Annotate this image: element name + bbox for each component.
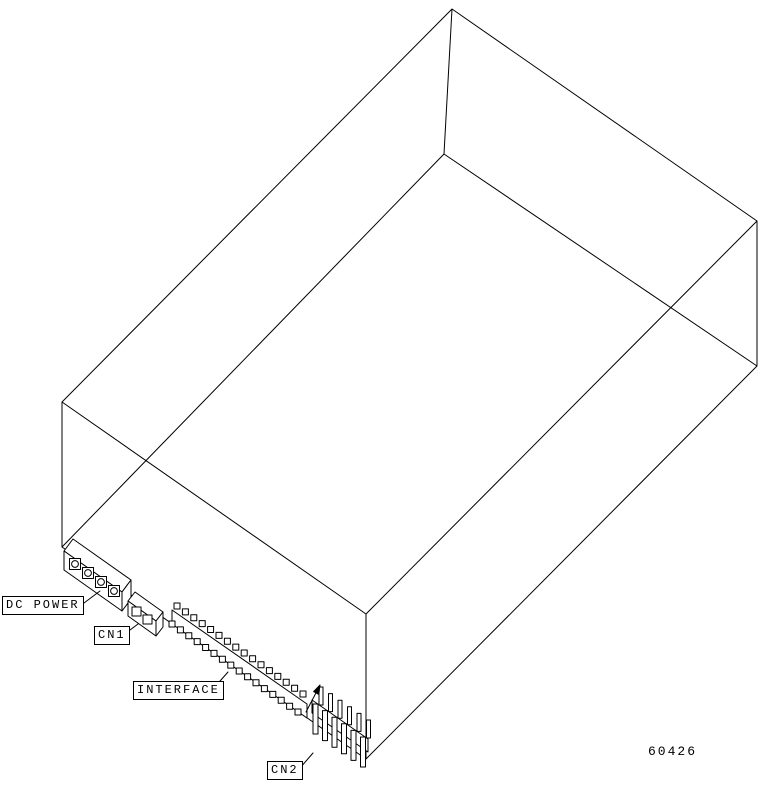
cn2-label: CN2: [267, 761, 303, 780]
part-number: 60426: [648, 744, 698, 759]
cn2-pin-row-back: [318, 686, 371, 739]
cn1-connector: [127, 591, 164, 637]
dc-power-label: DC POWER: [2, 596, 84, 615]
dc-power-leader: [83, 590, 101, 604]
chassis-wireframe: [61, 8, 758, 760]
interface-body: [171, 609, 308, 719]
dc-power-connector: [63, 538, 132, 612]
pin1-arrow-icon: [305, 684, 321, 713]
dc-power-pins: [69, 558, 120, 597]
interface-connector: [168, 602, 308, 719]
interface-pin-row-bottom: [168, 620, 302, 716]
cn2-pin-row-front: [312, 703, 366, 768]
interface-pin-row-top: [173, 602, 307, 698]
cn1-pins: [131, 606, 153, 625]
interface-label: INTERFACE: [133, 681, 224, 700]
cn2-connector: [311, 686, 371, 768]
cn1-label: CN1: [94, 626, 130, 645]
